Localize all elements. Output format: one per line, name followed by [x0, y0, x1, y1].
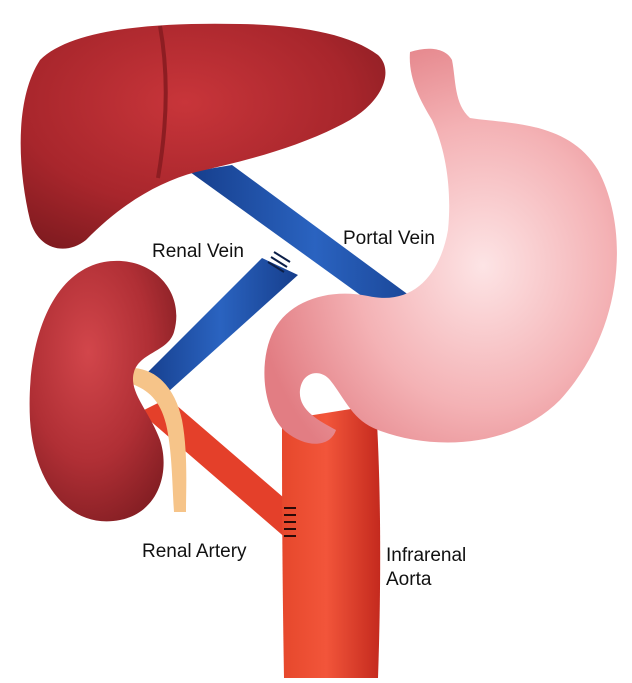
label-renal-artery: Renal Artery — [142, 540, 247, 564]
label-renal-vein: Renal Vein — [152, 240, 244, 264]
liver — [21, 24, 386, 249]
label-aorta-line1: Infrarenal — [386, 544, 466, 568]
infrarenal-aorta — [282, 405, 380, 678]
label-portal-vein: Portal Vein — [343, 227, 435, 251]
label-aorta-line2: Aorta — [386, 568, 466, 592]
renal-artery — [140, 398, 298, 540]
label-infrarenal-aorta: Infrarenal Aorta — [386, 544, 466, 592]
